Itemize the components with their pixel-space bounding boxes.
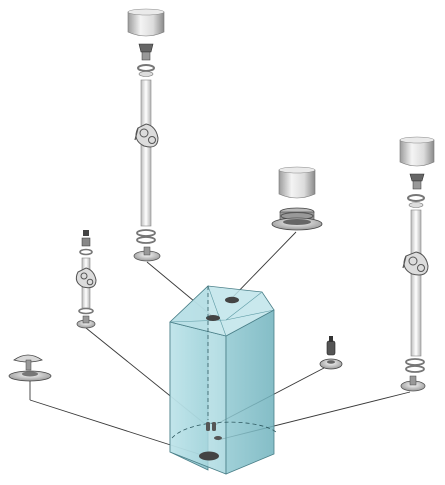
clamp-icon [75, 267, 97, 289]
clamp-icon [134, 123, 159, 148]
cap-icon [127, 11, 165, 37]
connector-icon [138, 43, 154, 53]
tank-bottom-port-b [212, 422, 216, 431]
tall-container [169, 285, 277, 475]
right-tall-tube-assembly [399, 136, 435, 392]
tank-bottom-port-a [206, 422, 210, 431]
tank-bottom-port-large [199, 451, 219, 461]
tank-right-face [225, 309, 275, 475]
cap-icon [278, 169, 316, 199]
probe-disc-icon [319, 358, 343, 370]
tube-icon [140, 79, 152, 227]
center-cap-and-flange [271, 166, 323, 231]
small-probe-fitting [319, 336, 343, 370]
far-left-valve-disc [8, 354, 52, 382]
connector-icon [83, 230, 89, 236]
tank-front-face [169, 321, 227, 475]
tube-icon [410, 209, 422, 357]
left-tall-tube-assembly [127, 8, 165, 262]
tank-top [169, 285, 275, 337]
cap-icon [399, 139, 435, 167]
probe-icon [326, 340, 336, 356]
tank-top-port-right [225, 296, 239, 304]
connector-icon [409, 173, 425, 182]
left-small-tube-assembly [75, 230, 97, 329]
clamp-icon [402, 251, 429, 276]
valve-top-icon [13, 354, 43, 363]
tank-top-port-left [206, 315, 220, 321]
tank-bottom-port-c [214, 436, 222, 440]
leader-line-center-cap [231, 231, 297, 299]
